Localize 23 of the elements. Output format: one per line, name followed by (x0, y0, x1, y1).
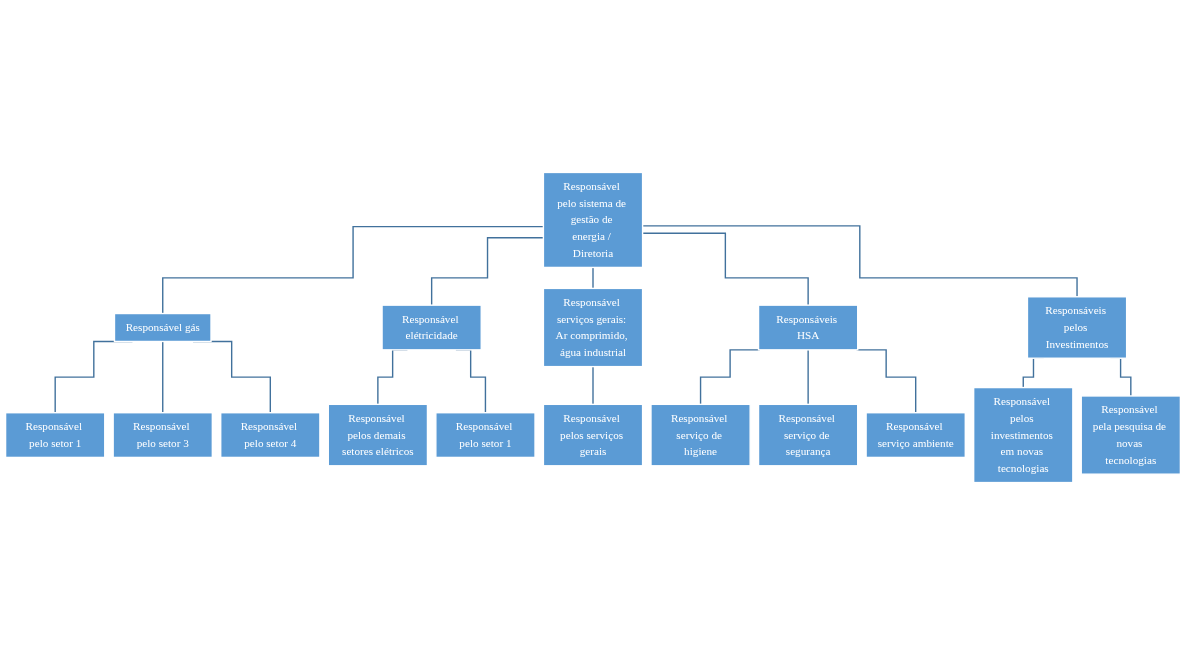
connector (855, 349, 917, 414)
connector (807, 349, 809, 406)
node-box (327, 403, 429, 467)
node-box (1080, 395, 1182, 475)
node-box (220, 412, 321, 459)
node-box (542, 403, 644, 467)
connector (592, 365, 594, 406)
node-box (381, 304, 482, 351)
node-box (435, 412, 536, 459)
node-box (1026, 296, 1128, 359)
node-box (542, 171, 644, 269)
node-box (757, 304, 859, 351)
node-box (972, 386, 1074, 484)
node-box (112, 412, 214, 459)
connector (162, 340, 164, 414)
node-box (542, 287, 644, 368)
node-box (650, 403, 751, 467)
node-box (113, 312, 212, 343)
connector (699, 349, 761, 406)
node-box (865, 412, 966, 459)
node-box (4, 412, 106, 459)
node-box (757, 403, 859, 467)
connector (592, 266, 594, 290)
